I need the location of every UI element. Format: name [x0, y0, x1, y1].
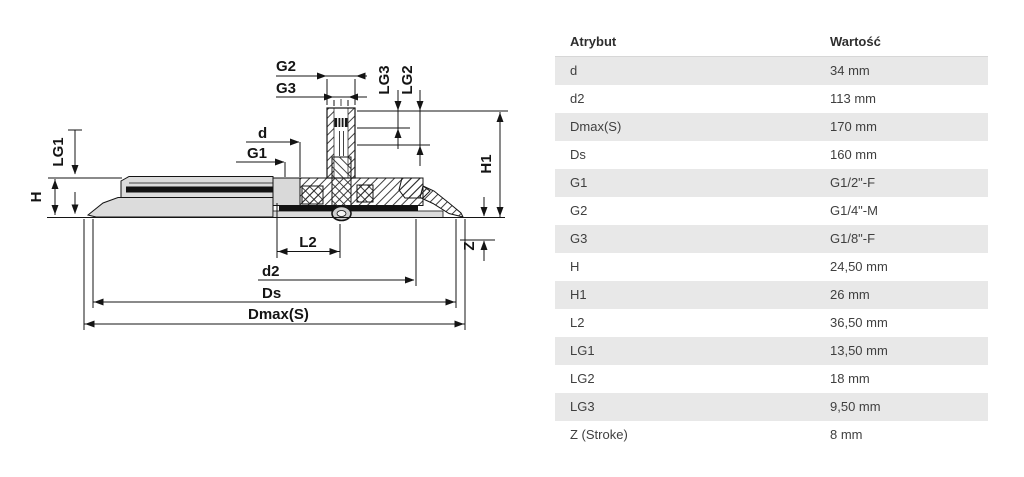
table-header-row: Atrybut Wartość	[555, 28, 988, 57]
table-row: G3 G1/8"-F	[555, 225, 988, 253]
attribute-cell: L2	[570, 315, 585, 330]
table-row: G1 G1/2"-F	[555, 169, 988, 197]
table-row: Z (Stroke) 8 mm	[555, 421, 988, 449]
value-cell: 113 mm	[830, 91, 876, 106]
value-cell: 24,50 mm	[830, 259, 888, 274]
header-attribute: Atrybut	[570, 34, 617, 49]
dim-label-lg3: LG3	[376, 65, 393, 94]
technical-drawing: G2 G3 d G1 LG1 H LG3 LG2 H1 Z L2 d2 Ds D…	[28, 58, 508, 330]
table-row: L2 36,50 mm	[555, 309, 988, 337]
dim-label-lg2: LG2	[399, 65, 416, 94]
table-row: Dmax(S) 170 mm	[555, 113, 988, 141]
value-cell: G1/8"-F	[830, 231, 876, 246]
table-row: LG1 13,50 mm	[555, 337, 988, 365]
dim-label-h1: H1	[478, 154, 495, 173]
value-cell: 8 mm	[830, 427, 863, 442]
fitting-stem	[326, 99, 356, 222]
dim-label-g3: G3	[276, 80, 296, 97]
table-row: G2 G1/4"-M	[555, 197, 988, 225]
dim-label-d2: d2	[262, 263, 280, 280]
attribute-cell: Z (Stroke)	[570, 427, 628, 442]
value-cell: 26 mm	[830, 287, 870, 302]
dim-label-d: d	[258, 125, 267, 142]
table-row: d2 113 mm	[555, 85, 988, 113]
dim-label-ds: Ds	[262, 285, 281, 302]
value-cell: 34 mm	[830, 63, 870, 78]
dimension-lines	[47, 72, 508, 330]
attribute-cell: LG1	[570, 343, 595, 358]
attribute-table: Atrybut Wartość d 34 mm d2 113 mm Dmax(S) 170…	[555, 28, 988, 449]
value-cell: G1/4"-M	[830, 203, 878, 218]
attribute-cell: G3	[570, 231, 588, 246]
dim-label-z: Z	[461, 241, 478, 250]
suction-cup-profile	[86, 176, 274, 218]
dim-label-l2: L2	[299, 234, 317, 251]
table-row: LG3 9,50 mm	[555, 393, 988, 421]
value-cell: 9,50 mm	[830, 399, 881, 414]
cross-section	[272, 177, 464, 218]
suction-cup-body	[86, 99, 464, 222]
dimension-labels: G2 G3 d G1 LG1 H LG3 LG2 H1 Z L2 d2 Ds D…	[28, 58, 495, 323]
dim-label-lg1: LG1	[50, 137, 67, 166]
attribute-cell: d	[570, 63, 578, 78]
dim-label-dmax: Dmax(S)	[248, 306, 309, 323]
attribute-cell: LG3	[570, 399, 595, 414]
dim-label-h: H	[28, 192, 45, 203]
header-value: Wartość	[830, 34, 881, 49]
table-row: H1 26 mm	[555, 281, 988, 309]
dim-label-g2: G2	[276, 58, 296, 75]
value-cell: 36,50 mm	[830, 315, 888, 330]
attribute-cell: Ds	[570, 147, 586, 162]
attribute-cell: LG2	[570, 371, 595, 386]
dim-label-g1: G1	[247, 145, 267, 162]
value-cell: 13,50 mm	[830, 343, 888, 358]
attribute-cell: H	[570, 259, 580, 274]
attribute-cell: G2	[570, 203, 588, 218]
table-row: H 24,50 mm	[555, 253, 988, 281]
value-cell: 160 mm	[830, 147, 877, 162]
attribute-cell: G1	[570, 175, 588, 190]
value-cell: 18 mm	[830, 371, 870, 386]
table-row: d 34 mm	[555, 57, 988, 85]
attribute-cell: Dmax(S)	[570, 119, 622, 134]
table-row: LG2 18 mm	[555, 365, 988, 393]
value-cell: 170 mm	[830, 119, 877, 134]
attribute-cell: H1	[570, 287, 587, 302]
attribute-cell: d2	[570, 91, 585, 106]
value-cell: G1/2"-F	[830, 175, 876, 190]
table-row: Ds 160 mm	[555, 141, 988, 169]
